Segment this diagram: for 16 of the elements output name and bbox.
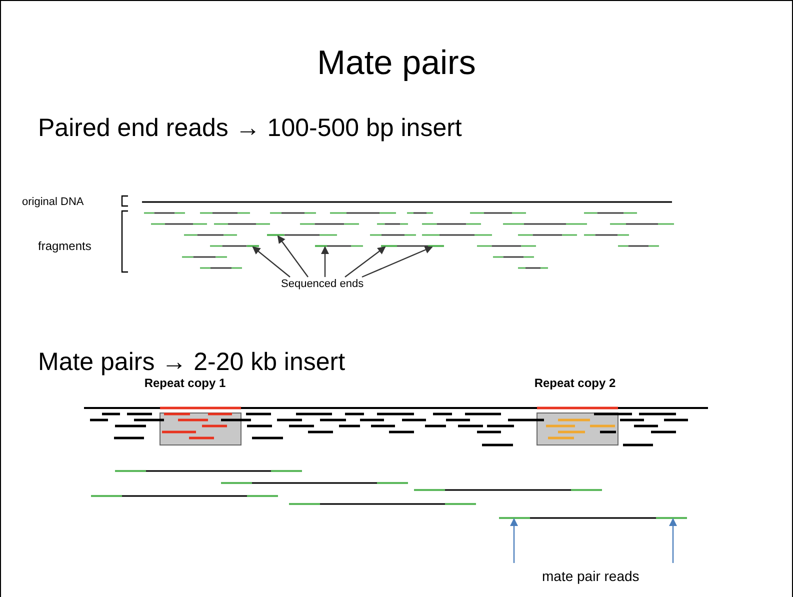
arrow xyxy=(344,246,386,278)
section-heading: Paired end reads → 100-500 bp insert xyxy=(38,113,462,144)
arrow xyxy=(277,235,308,278)
region-label: Repeat copy 1 xyxy=(143,376,227,392)
arrow xyxy=(669,518,677,563)
axis-label: original DNA xyxy=(22,195,84,210)
slide-title: Mate pairs xyxy=(316,43,477,84)
arrow xyxy=(510,518,518,563)
arrow xyxy=(321,246,329,277)
axis-label: fragments xyxy=(38,238,92,255)
region-label: Repeat copy 2 xyxy=(533,375,617,392)
arrow xyxy=(362,246,433,278)
arrow xyxy=(252,246,290,278)
annotation-text: mate pair reads xyxy=(542,567,640,586)
section-heading: Mate pairs → 2-20 kb insert xyxy=(38,347,346,378)
annotation-text: Sequenced ends xyxy=(281,277,364,291)
